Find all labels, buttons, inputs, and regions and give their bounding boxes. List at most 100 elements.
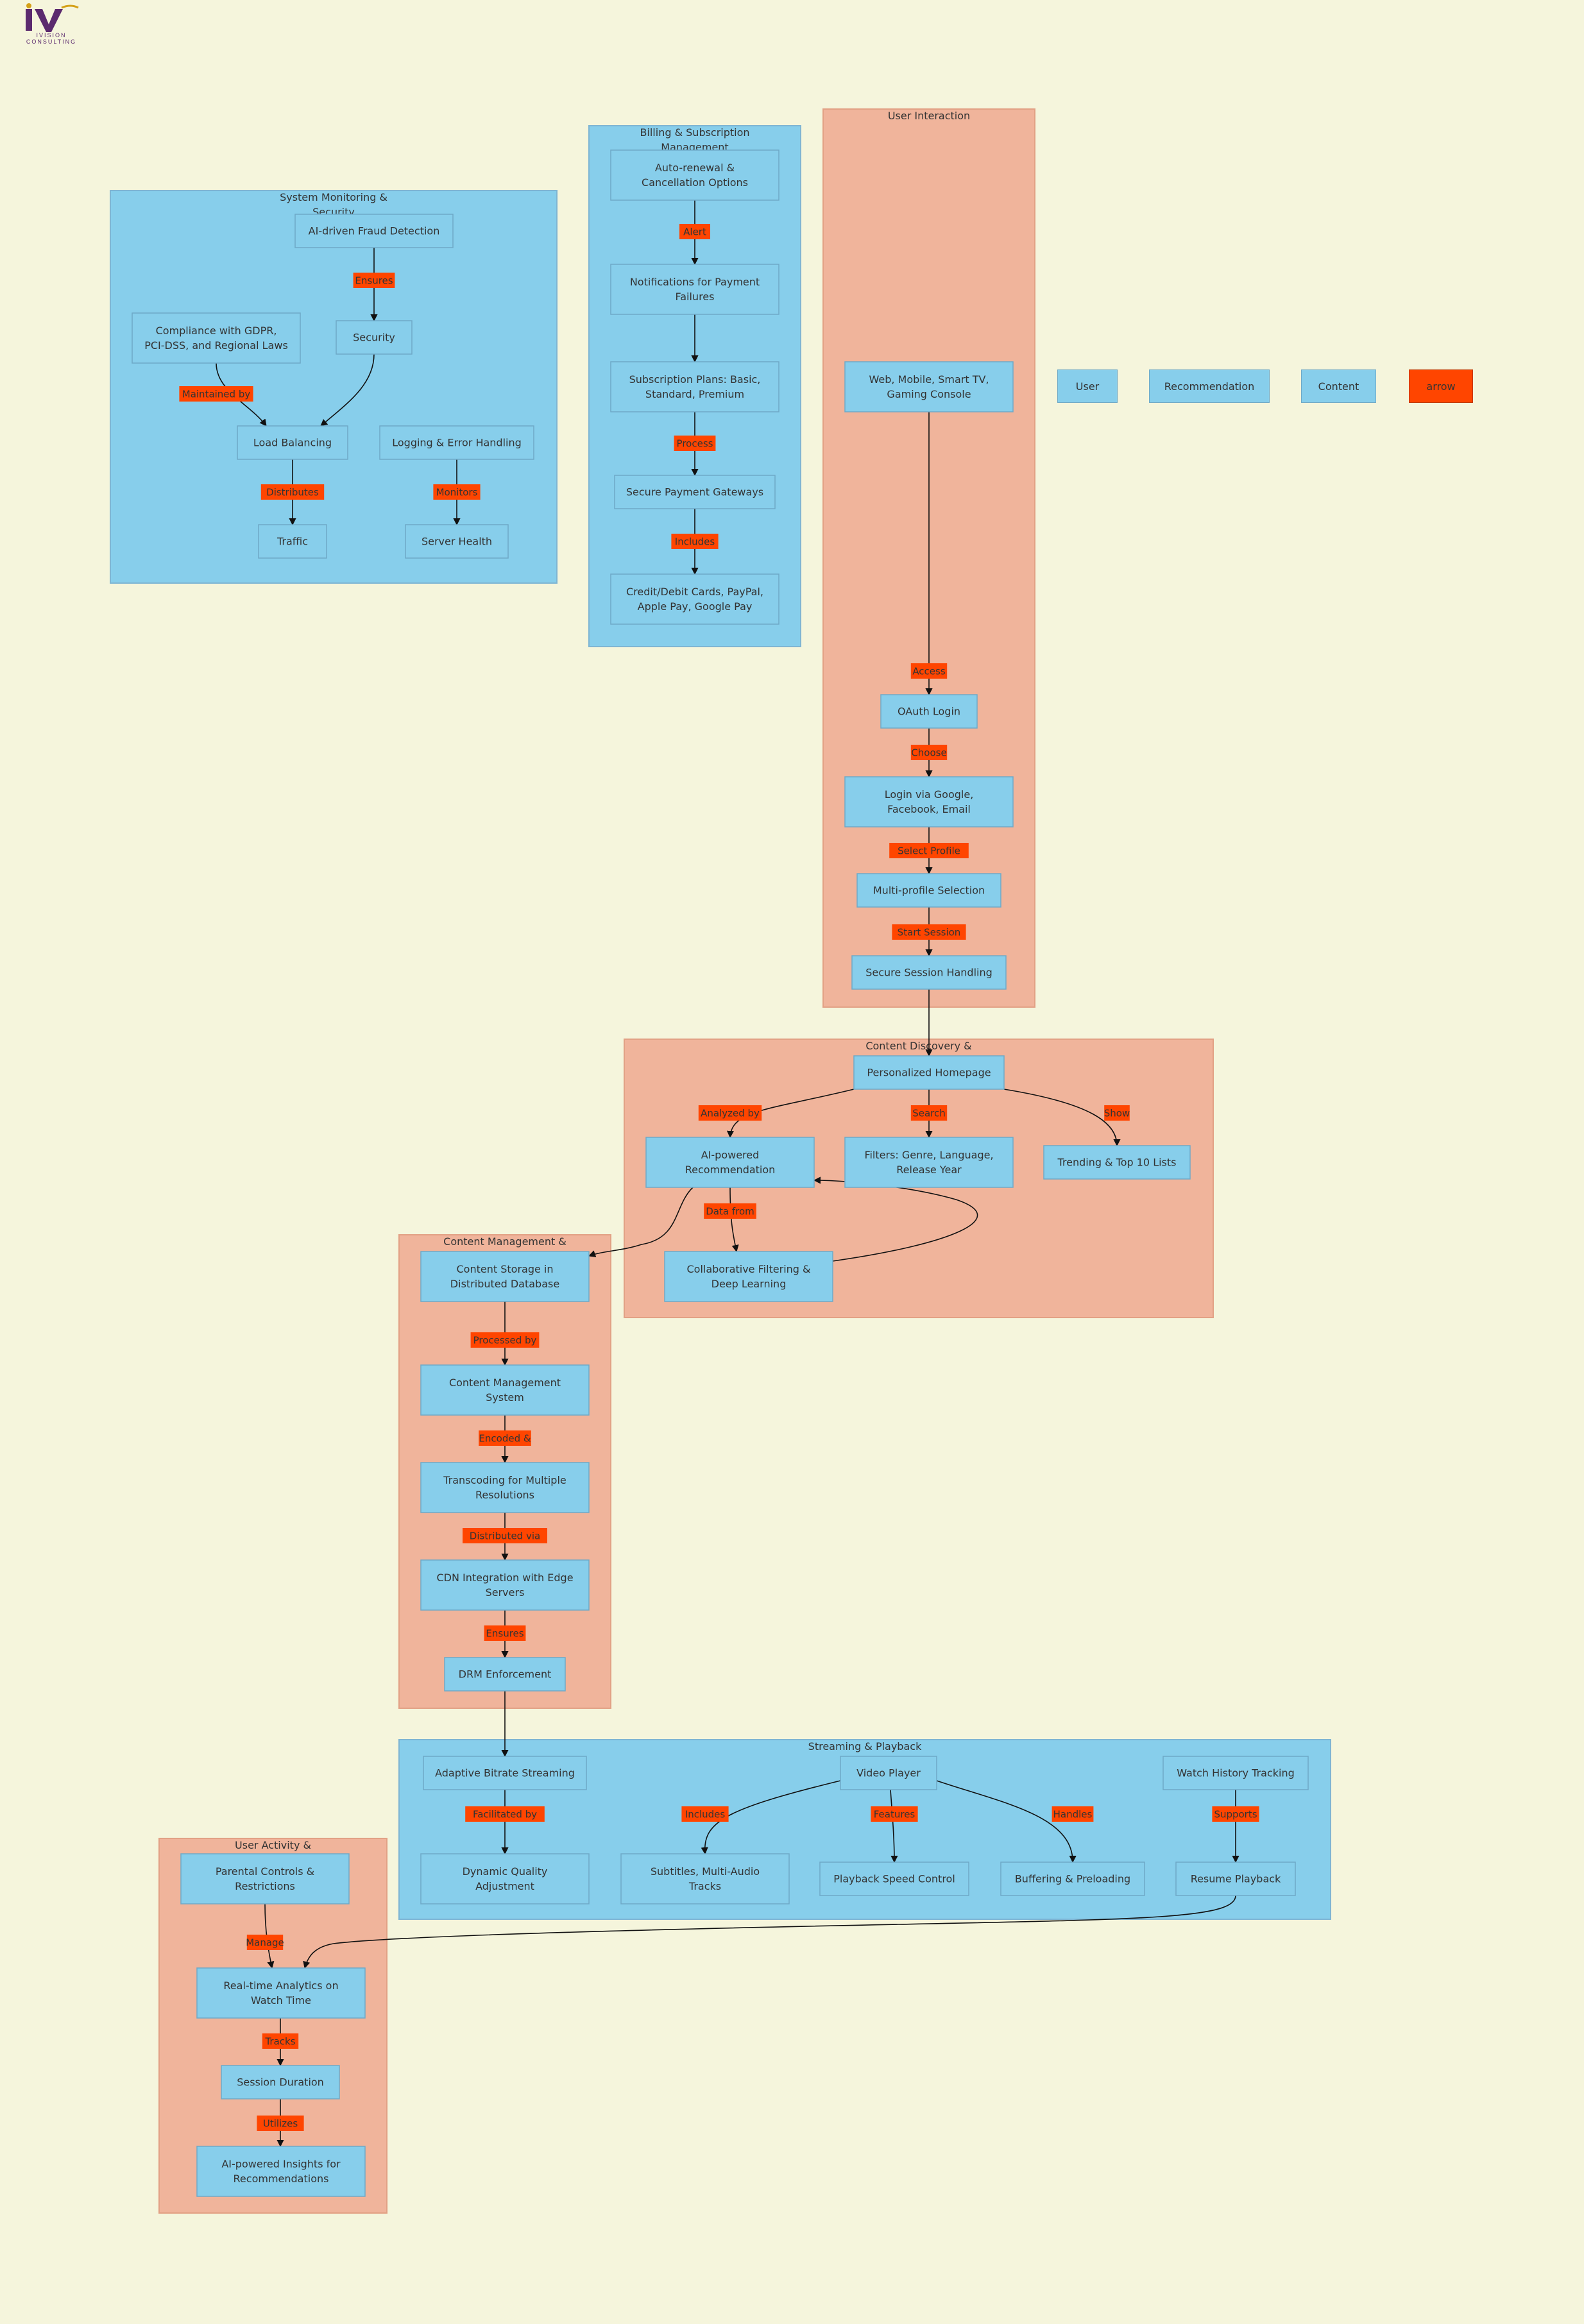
edge-label-plans-gw: Process: [677, 438, 713, 450]
node-airec-box: [645, 1137, 815, 1188]
node-logging-box: [379, 425, 534, 460]
node-logging: Logging & Error Handling: [379, 425, 534, 460]
node-session-label: Secure Session Handling: [865, 967, 992, 979]
edge-airec-collab: [729, 1187, 739, 1253]
node-abr-label: Adaptive Bitrate Streaming: [435, 1767, 575, 1779]
node-resume: Resume Playback: [1175, 1862, 1296, 1896]
node-speed-label: Playback Speed Control: [833, 1873, 955, 1885]
node-oauth-box: [880, 694, 978, 729]
edge-label-social-profile: Select Profile: [898, 845, 960, 857]
edge-label-gw-cards: Includes: [675, 536, 715, 548]
edge-label-profile-session: Start Session: [898, 927, 961, 938]
legend-recommendation-label: Recommendation: [1164, 380, 1255, 393]
node-plans-label: Subscription Plans: Basic,Standard, Prem…: [629, 373, 761, 400]
group-activity-title: User Activity &: [235, 1839, 311, 1851]
node-storage-box: [420, 1251, 590, 1302]
group-userint-title: User Interaction: [888, 110, 970, 122]
edge-label-bg-home-filters: [910, 1105, 948, 1121]
node-duration: Session Duration: [221, 2065, 340, 2099]
edge-label-bg-lb-traffic: [260, 484, 325, 500]
node-trending: Trending & Top 10 Lists: [1043, 1145, 1191, 1180]
edge-label-lb-traffic: Distributes: [266, 487, 319, 498]
legend-recommendation: Recommendation: [1149, 369, 1270, 403]
edge-label-bg-stor-cms: [470, 1332, 540, 1348]
edge-label-bg-oauth-social: [910, 745, 948, 760]
node-buffer-label: Buffering & Preloading: [1015, 1873, 1130, 1885]
node-health-label: Server Health: [422, 536, 492, 548]
edge-label-home-airec: Analyzed by: [701, 1108, 760, 1119]
edge-label-abr-dqa: Facilitated by: [473, 1809, 537, 1820]
node-oauth: OAuth Login: [880, 694, 978, 729]
edge-label-bg-par-analytics: [246, 1935, 284, 1950]
edge-label-bg-auto-notif: [679, 224, 710, 239]
legend-user: User: [1057, 369, 1118, 403]
node-abr: Adaptive Bitrate Streaming: [423, 1756, 587, 1790]
node-resume-label: Resume Playback: [1191, 1873, 1281, 1885]
node-autorenew-label: Auto-renewal &Cancellation Options: [642, 162, 748, 189]
legend-user-label: User: [1075, 380, 1100, 393]
legend-content: Content: [1301, 369, 1376, 403]
node-profile-box: [856, 873, 1001, 908]
ivision-logo: IVISION CONSULTING: [26, 3, 79, 45]
logo-wordmark-line1: IVISION: [36, 32, 66, 38]
node-filters: Filters: Genre, Language,Release Year: [844, 1137, 1014, 1188]
node-collab-box: [664, 1251, 833, 1302]
edge-label-home-trend: Show: [1104, 1108, 1130, 1119]
node-player-box: [840, 1756, 937, 1790]
edge-label-player-subs: Includes: [685, 1809, 726, 1820]
edge-label-home-filters: Search: [912, 1108, 946, 1119]
node-parental: Parental Controls &Restrictions: [180, 1853, 350, 1904]
node-history: Watch History Tracking: [1162, 1756, 1309, 1790]
node-resume-box: [1175, 1862, 1296, 1896]
node-gateways: Secure Payment Gateways: [614, 475, 776, 509]
edge-label-bg-dev-oauth: [910, 663, 948, 679]
edge-label-bg-log-health: [433, 484, 481, 500]
node-transcode-box: [420, 1462, 590, 1513]
edge-label-bg-airec-collab: [704, 1203, 756, 1219]
edge-label-trans-cdn: Distributed via: [470, 1531, 540, 1542]
edge-label-bg-hist-resume: [1212, 1806, 1259, 1822]
edge-sec-lb: [320, 353, 375, 427]
edge-label-oauth-social: Choose: [911, 747, 946, 759]
group-cms-title: Content Management &: [443, 1235, 566, 1248]
edge-label-bg-player-speed: [871, 1806, 918, 1822]
node-logging-label: Logging & Error Handling: [392, 437, 522, 449]
edge-label-bg-profile-session: [892, 924, 966, 940]
edge-label-bg-fraud-sec: [353, 273, 395, 288]
edge-resume-analytics: [303, 1895, 1236, 1969]
node-traffic: Traffic: [258, 524, 327, 559]
node-cards-box: [610, 573, 779, 625]
node-collab-label: Collaborative Filtering &Deep Learning: [686, 1263, 810, 1290]
logo-wordmark-line2: CONSULTING: [26, 38, 76, 45]
node-profile: Multi-profile Selection: [856, 873, 1001, 908]
node-duration-label: Session Duration: [237, 2076, 324, 2089]
node-drm: DRM Enforcement: [444, 1657, 566, 1692]
group-sysmon: [110, 190, 558, 584]
node-traffic-box: [258, 524, 327, 559]
node-drm-label: DRM Enforcement: [459, 1668, 552, 1681]
edge-home-trend: [1003, 1089, 1121, 1147]
logo-mark: [26, 9, 32, 31]
node-player-label: Video Player: [856, 1767, 921, 1779]
node-speed-box: [819, 1862, 969, 1896]
node-security: Security: [336, 320, 413, 355]
edge-label-bg-gw-cards: [671, 534, 719, 549]
node-player: Video Player: [840, 1756, 937, 1790]
node-home: Personalized Homepage: [853, 1055, 1005, 1090]
node-security-box: [336, 320, 413, 355]
node-health: Server Health: [405, 524, 509, 559]
node-buffer: Buffering & Preloading: [1000, 1862, 1145, 1896]
node-history-label: Watch History Tracking: [1177, 1767, 1295, 1779]
edge-label-dev-oauth: Access: [912, 666, 946, 677]
